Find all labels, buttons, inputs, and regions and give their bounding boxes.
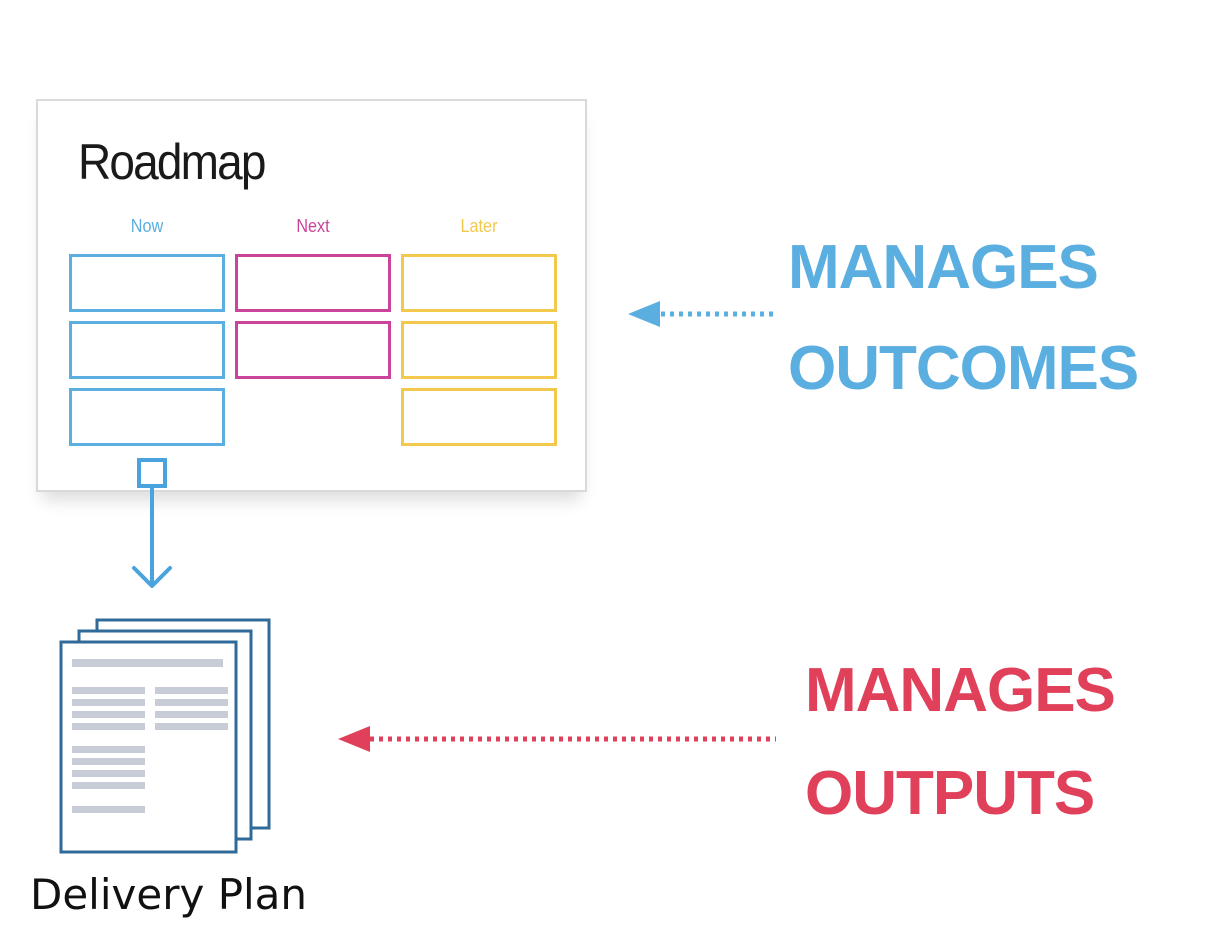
- outcomes-label-line2: OUTCOMES: [788, 334, 1139, 403]
- outputs-arrow: [338, 726, 776, 752]
- delivery-plan-caption: Delivery Plan: [30, 870, 308, 919]
- outputs-label-line2: OUTPUTS: [805, 759, 1095, 828]
- roadmap-title: Roadmap: [78, 134, 266, 190]
- roadmap-slot-now-3: [69, 388, 225, 446]
- roadmap-board: Roadmap Now Next Later: [36, 99, 587, 492]
- outcomes-label-line1: MANAGES: [788, 233, 1099, 302]
- column-label-now: Now: [130, 216, 164, 236]
- roadmap-slot-later-3: [401, 388, 557, 446]
- column-label-next: Next: [296, 216, 330, 236]
- roadmap-slot-next-1: [235, 254, 391, 312]
- column-label-later: Later: [460, 216, 498, 236]
- roadmap-slot-later-2: [401, 321, 557, 379]
- outcomes-arrow: [628, 301, 776, 327]
- roadmap-slot-later-1: [401, 254, 557, 312]
- document-stack-icon: [59, 618, 271, 854]
- roadmap-slot-now-1: [69, 254, 225, 312]
- outputs-label-line1: MANAGES: [805, 656, 1116, 725]
- roadmap-slot-now-2: [69, 321, 225, 379]
- roadmap-slot-next-2: [235, 321, 391, 379]
